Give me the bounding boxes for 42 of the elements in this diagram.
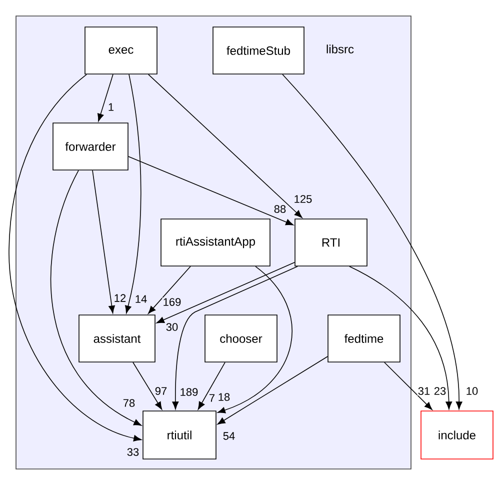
node-box: fedtimeStub	[212, 26, 304, 74]
edge-label: 18	[217, 392, 231, 402]
arrow	[384, 362, 432, 410]
edge-label: 88	[273, 204, 287, 214]
arrow	[8, 74, 142, 442]
arrow	[148, 74, 302, 218]
edge-label: 97	[154, 386, 168, 396]
arrow	[198, 362, 226, 410]
node-box: forwarder	[52, 122, 128, 170]
edge-label: 189	[179, 388, 199, 396]
edge-label: 12	[113, 294, 127, 302]
edge-label: 54	[222, 432, 236, 440]
arrow	[128, 156, 294, 226]
node-box: fedtime	[328, 314, 400, 362]
arrow	[125, 74, 142, 314]
node-box: assistant	[78, 314, 156, 362]
edge-label: 125	[293, 194, 313, 204]
arrow	[172, 266, 298, 410]
edge-label: 30	[165, 322, 179, 332]
arrow	[132, 362, 162, 410]
arrow	[218, 266, 292, 414]
edge-label: 23	[433, 386, 447, 396]
node-box: chooser	[204, 314, 278, 362]
node-box: rtiutil	[142, 410, 216, 460]
arrow	[50, 170, 142, 426]
node-box: rtiAssistantApp	[160, 218, 270, 266]
arrow	[282, 74, 462, 410]
node-box: RTI	[294, 218, 368, 266]
arrow	[156, 262, 295, 324]
arrow	[217, 356, 328, 425]
edge-label: 10	[465, 386, 479, 396]
arrow	[148, 266, 191, 314]
edge-label: 78	[122, 398, 136, 408]
arrow	[92, 170, 115, 314]
arrow	[349, 266, 452, 410]
node-box: include	[420, 410, 494, 460]
edge-label: 14	[134, 294, 148, 304]
arrow	[98, 74, 114, 122]
edge-label: 169	[162, 298, 182, 306]
edge-label: 31	[417, 386, 431, 396]
node-box: exec	[84, 26, 158, 74]
edge-label: 33	[126, 448, 140, 456]
